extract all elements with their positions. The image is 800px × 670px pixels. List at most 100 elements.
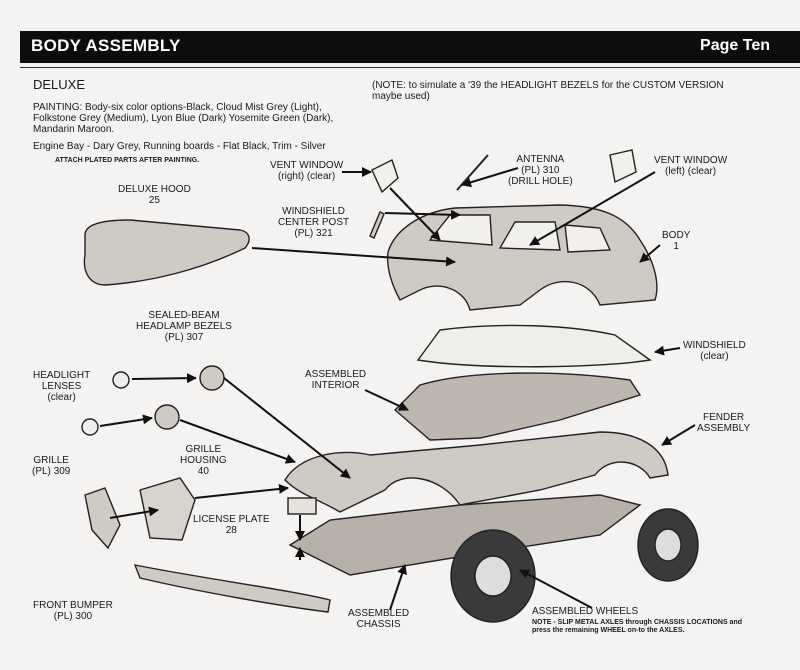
label-line: 25	[148, 195, 160, 206]
arrow-interior	[364, 389, 409, 411]
label-line: GRILLE	[185, 444, 222, 455]
label-line: (right) (clear)	[277, 171, 336, 182]
label-assembled-interior: ASSEMBLED INTERIOR	[305, 369, 366, 391]
windshield-part	[416, 324, 652, 368]
header-rule	[20, 67, 800, 68]
page-number: Page Ten	[700, 37, 770, 54]
arrow-fender	[661, 424, 696, 446]
label-grille-housing: GRILLE HOUSING 40	[180, 444, 227, 477]
fender-part	[284, 431, 669, 513]
label-assembled-wheels: ASSEMBLED WHEELS	[532, 606, 638, 617]
body-window-rear	[564, 224, 612, 253]
arrow-lens-lower	[99, 414, 153, 427]
label-line: ANTENNA	[516, 154, 565, 165]
headlight-lens-lower	[81, 418, 99, 436]
label-line: BODY	[662, 230, 691, 241]
arrow-center-post	[384, 209, 461, 220]
front-bumper-part	[133, 564, 331, 613]
arrow-vent-left	[529, 171, 656, 246]
vent-window-right-part	[371, 159, 399, 194]
attach-note: ATTACH PLATED PARTS AFTER PAINTING.	[55, 157, 200, 164]
label-windshield-center-post: WINDSHIELD CENTER POST (PL) 321	[278, 206, 349, 239]
label-line: 40	[197, 466, 209, 477]
rear-wheel-hub	[654, 528, 682, 562]
label-line: CHASSIS	[356, 619, 401, 630]
section-title: DELUXE	[33, 77, 86, 92]
label-line: (PL) 321	[294, 228, 333, 239]
grille-housing-part	[139, 477, 196, 541]
arrow-body	[639, 244, 661, 263]
label-antenna: ANTENNA (PL) 310 (DRILL HOLE)	[508, 154, 573, 187]
arrow-bezel-upper	[223, 377, 351, 479]
front-wheel-hub	[474, 555, 512, 597]
license-plate-part	[287, 497, 317, 515]
headlamp-bezel-lower	[154, 404, 180, 430]
engine-bay-colors: Engine Bay - Dary Grey, Running boards -…	[33, 141, 326, 152]
label-line: HEADLIGHT	[33, 370, 91, 381]
body-part	[386, 204, 658, 311]
label-line: SEALED-BEAM	[148, 310, 220, 321]
center-post-part	[369, 211, 385, 239]
label-line: GRILLE	[33, 455, 69, 466]
label-line: (DRILL HOLE)	[508, 176, 573, 187]
arrow-grille	[109, 506, 159, 519]
label-grille: GRILLE (PL) 309	[32, 455, 70, 477]
interior-part	[393, 372, 642, 441]
label-deluxe-hood: DELUXE HOOD 25	[118, 184, 191, 206]
label-line: HEADLAMP BEZELS	[136, 321, 232, 332]
label-line: ASSEMBLED	[305, 369, 367, 380]
label-line: (PL) 307	[164, 332, 204, 343]
label-line: (left) (clear)	[665, 166, 717, 177]
label-fender-assembly: FENDER ASSEMBLY	[697, 412, 750, 434]
page-title: BODY ASSEMBLY	[31, 36, 181, 55]
label-line: LENSES	[41, 381, 82, 392]
body-windshield-opening	[428, 214, 493, 246]
label-line: 1	[673, 241, 679, 252]
label-line: ASSEMBLED	[348, 608, 410, 619]
label-line: VENT WINDOW	[270, 160, 344, 171]
label-body: BODY 1	[662, 230, 690, 252]
headlight-note: (NOTE: to simulate a '39 the HEADLIGHT B…	[372, 80, 724, 102]
antenna-part	[456, 154, 489, 191]
arrow-housing	[194, 483, 289, 499]
label-line: LICENSE PLATE	[193, 514, 270, 525]
label-vent-window-left: VENT WINDOW (left) (clear)	[654, 155, 727, 177]
label-line: VENT WINDOW	[654, 155, 728, 166]
arrow-windshield	[654, 345, 681, 356]
label-headlight-lenses: HEADLIGHT LENSES (clear)	[33, 370, 90, 403]
painting-instructions: PAINTING: Body-six color options-Black, …	[33, 102, 334, 135]
hood-part	[83, 219, 250, 286]
label-line: ASSEMBLED WHEELS	[532, 606, 639, 617]
label-line: INTERIOR	[311, 380, 360, 391]
label-line: ASSEMBLY	[697, 423, 751, 434]
label-front-bumper: FRONT BUMPER (PL) 300	[33, 600, 113, 622]
label-line: (PL) 310	[521, 165, 560, 176]
label-line: 28	[225, 525, 237, 536]
label-line: WINDSHIELD	[683, 340, 746, 351]
label-line: (clear)	[47, 392, 76, 403]
label-license-plate: LICENSE PLATE 28	[193, 514, 270, 536]
label-line: DELUXE HOOD	[118, 184, 191, 195]
arrow-hood	[251, 247, 456, 267]
label-line: WINDSHIELD	[282, 206, 345, 217]
body-window	[498, 221, 561, 251]
label-assembled-chassis: ASSEMBLED CHASSIS	[348, 608, 409, 630]
label-line: (clear)	[700, 351, 729, 362]
label-line: HOUSING	[180, 455, 227, 466]
arrow-lens-upper	[131, 373, 197, 384]
chassis-part	[288, 494, 642, 576]
arrow-chassis	[389, 564, 407, 611]
vent-window-left-part	[609, 149, 637, 184]
label-vent-window-right: VENT WINDOW (right) (clear)	[270, 160, 343, 182]
label-line: (PL) 300	[53, 611, 93, 622]
grille-part	[84, 487, 121, 550]
label-line: (PL) 309	[32, 466, 71, 477]
header-bar: BODY ASSEMBLY Page Ten	[20, 31, 800, 63]
label-windshield: WINDSHIELD (clear)	[683, 340, 746, 362]
label-line: FRONT BUMPER	[33, 600, 113, 611]
arrow-wheels	[519, 569, 593, 609]
label-headlamp-bezels: SEALED-BEAM HEADLAMP BEZELS (PL) 307	[136, 310, 232, 343]
label-line: FENDER	[703, 412, 745, 423]
arrow-antenna	[461, 167, 519, 188]
arrow-bezel-lower	[179, 419, 296, 464]
